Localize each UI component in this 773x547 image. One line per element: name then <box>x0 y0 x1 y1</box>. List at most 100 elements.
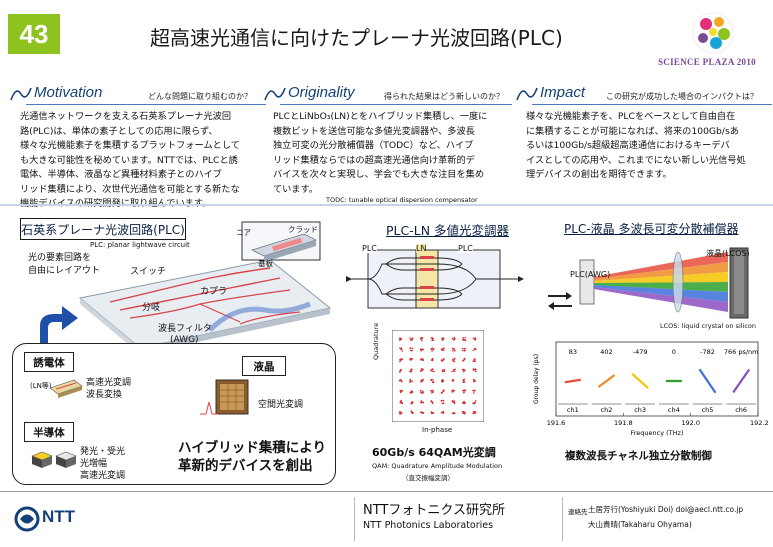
text-line: 光増幅 <box>80 459 108 469</box>
constellation-point <box>419 370 422 372</box>
inphase-axis-label: In-phase <box>422 426 453 434</box>
constellation-point <box>442 410 445 413</box>
motivation-header: Motivation どんな問題に取り組むのか？ <box>8 84 266 106</box>
channel-label: ch1 <box>567 406 579 414</box>
constellation-point <box>421 348 424 350</box>
constellation-point <box>430 390 433 392</box>
constellation-point <box>411 347 414 350</box>
constellation-point <box>421 380 424 382</box>
constellation-point <box>398 411 401 413</box>
plc-left-label: PLC <box>362 244 377 253</box>
lcos-label: 液晶(LCOS) <box>706 249 750 258</box>
lc-tag: 液晶 <box>242 356 286 376</box>
y-axis-label: Group delay (ps) <box>533 354 540 404</box>
substrate-label: 基板 <box>258 259 273 268</box>
text-line: リッド集積により、次世代光通信を可能とする新たな <box>20 183 240 195</box>
constellation-point <box>475 370 477 373</box>
plc-chip-illustration <box>78 221 332 350</box>
science-plaza-logo-icon <box>692 12 734 54</box>
constellation-point <box>462 338 464 341</box>
ntt-logo-icon <box>14 506 40 532</box>
text-line: 理デバイスの創出を期待できます。 <box>526 169 672 180</box>
channel-label: ch5 <box>702 406 714 414</box>
group-delay-curve <box>631 372 649 390</box>
originality-body: PLCとLiNbO₃(LN)とをハイブリッド集積し、一度に 複数ビットを送信可能… <box>273 110 509 197</box>
constellation-point <box>464 336 467 339</box>
constellation-point <box>442 402 445 404</box>
constellation-point <box>453 358 456 360</box>
dispersion-label: 0 <box>672 348 676 356</box>
dispersion-label: -782 <box>700 348 715 356</box>
constellation-point <box>401 350 404 352</box>
constellation-point <box>473 392 475 394</box>
constellation-point <box>443 349 445 351</box>
channel-label: ch3 <box>634 406 646 414</box>
quadrature-axis-label: Quadrature <box>372 322 380 360</box>
constellation-point <box>420 368 423 370</box>
constellation-point <box>422 401 424 404</box>
constellation-point <box>421 339 423 342</box>
lc-function: 空間光変調 <box>258 400 304 410</box>
constellation-point <box>452 380 454 382</box>
constellation-point <box>420 359 423 361</box>
contact-primary: 土居芳行(Yoshiyuki Doi) doi@aecl.ntt.co.jp <box>588 505 744 514</box>
constellation-point <box>399 389 402 392</box>
text-line: 独立可変の光分散補償器（TODC）など、ハイブ <box>273 140 474 151</box>
constellation-point <box>440 399 443 402</box>
layout-text: 光の要素回路を 自由にレイアウト <box>28 252 100 278</box>
contact-secondary: 大山貴晴(Takaharu Ohyama) <box>588 520 692 529</box>
science-plaza-logo-text: SCIENCE PLAZA 2010 <box>658 57 756 67</box>
constellation-point <box>474 412 476 414</box>
motivation-question: どんな問題に取り組むのか？ <box>148 92 252 101</box>
text-line: も大きな可能性を秘めています。NTTでは、PLCと誘 <box>20 154 238 166</box>
constellation-point <box>441 348 444 350</box>
constellation-point <box>421 392 424 394</box>
constellation-point <box>411 338 413 341</box>
constellation-point <box>420 336 423 339</box>
constellation-point <box>442 399 445 402</box>
constellation-point <box>474 348 477 351</box>
constellation-point <box>472 337 475 340</box>
constellation-point <box>453 336 455 339</box>
constellation-point <box>420 380 422 383</box>
constellation-point <box>400 380 403 383</box>
lc-result: 複数波長チャネル独立分散制御 <box>565 450 712 462</box>
qam-note-jp: （直交振幅変調） <box>402 474 454 482</box>
text-line: イスとしての応用や、これまでにない新しい光信号処 <box>526 154 746 166</box>
plc-subtitle: PLC: planar lightwave circuit <box>90 241 190 249</box>
ln-result: 60Gb/s 64QAM光変調 <box>372 446 496 459</box>
text-line: 波長変換 <box>86 390 123 400</box>
group-delay-curve <box>732 368 751 394</box>
text-line: リッド集積ならではの超高速光通信向け革新的デ <box>273 154 475 166</box>
text-line: 様々な光機能素子を、PLCをベースとして自由自在 <box>526 111 736 122</box>
wave-icon <box>264 87 286 101</box>
semiconductor-tag: 半導体 <box>24 422 74 442</box>
constellation-point <box>399 413 401 415</box>
constellation-point <box>411 412 414 414</box>
constellation-point <box>453 348 456 350</box>
constellation-point <box>409 337 411 339</box>
constellation-point <box>431 412 433 414</box>
x-tick-label: 192.0 <box>681 419 700 427</box>
constellation-point <box>432 349 435 351</box>
ln-modulator-diagram <box>346 249 524 309</box>
constellation-point <box>463 402 466 405</box>
text-line: 波長フィルタ <box>158 324 212 334</box>
x-tick-label: 191.6 <box>547 419 566 427</box>
constellation-point <box>399 400 402 403</box>
constellation-point <box>472 349 475 352</box>
constellation-point <box>399 370 401 373</box>
constellation-point <box>399 360 401 363</box>
constellation-point <box>411 400 414 403</box>
constellation-point <box>430 379 432 382</box>
impact-title: Impact <box>540 84 586 101</box>
constellation-point <box>400 358 402 360</box>
dispersion-label: 766 ps/nm <box>724 348 759 356</box>
constellation-point <box>464 347 466 350</box>
constellation-point <box>453 401 456 403</box>
constellation-point <box>433 370 435 373</box>
constellation-point <box>462 359 464 362</box>
constellation-point <box>473 389 476 392</box>
wave-icon <box>10 87 32 101</box>
